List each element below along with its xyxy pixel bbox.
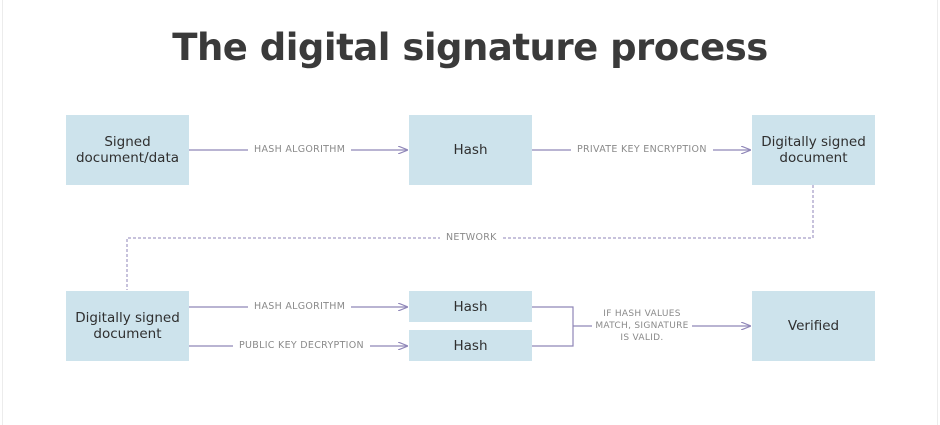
diagram-title: The digital signature process [172,26,768,69]
digitally-signed-box-bottom: Digitally signed document [66,291,189,361]
hash-match-note-line-2: MATCH, SIGNATURE [595,321,689,331]
right-frame-line [937,0,938,425]
hash-box-low-label: Hash [453,337,488,354]
digitally-signed-bottom-line-2: document [93,326,162,342]
hash-box-low: Hash [409,330,532,361]
private-key-encryption-label: PRIVATE KEY ENCRYPTION [571,144,713,156]
hash-box-mid: Hash [409,291,532,322]
signed-document-line-1: Signed [104,134,151,150]
verified-box-label: Verified [787,318,840,334]
hash-box-mid-label: Hash [453,298,488,315]
signed-document-line-2: document/data [75,150,180,166]
hash-box-top: Hash [409,115,532,185]
hash-match-note-line-1: IF HASH VALUES [603,309,681,319]
left-frame-line [2,0,3,425]
digitally-signed-top-line-2: document [779,150,848,166]
verified-box: Verified [752,291,875,361]
hash-match-note-line-3: IS VALID. [620,333,664,343]
hash-box-top-label: Hash [453,142,488,158]
digitally-signed-top-line-1: Digitally signed [761,134,866,150]
hash-algorithm-label-bottom: HASH ALGORITHM [248,301,352,313]
public-key-decryption-label: PUBLIC KEY DECRYPTION [233,340,370,352]
digitally-signed-bottom-line-1: Digitally signed [75,310,180,326]
digitally-signed-box-top: Digitally signed document [752,115,875,185]
compare-bracket [532,306,574,347]
network-label: NETWORK [440,232,503,244]
signed-document-box: Signed document/data [66,115,189,185]
hash-algorithm-label-top: HASH ALGORITHM [248,144,352,156]
hash-match-note: IF HASH VALUES MATCH, SIGNATURE IS VALID… [592,308,692,344]
